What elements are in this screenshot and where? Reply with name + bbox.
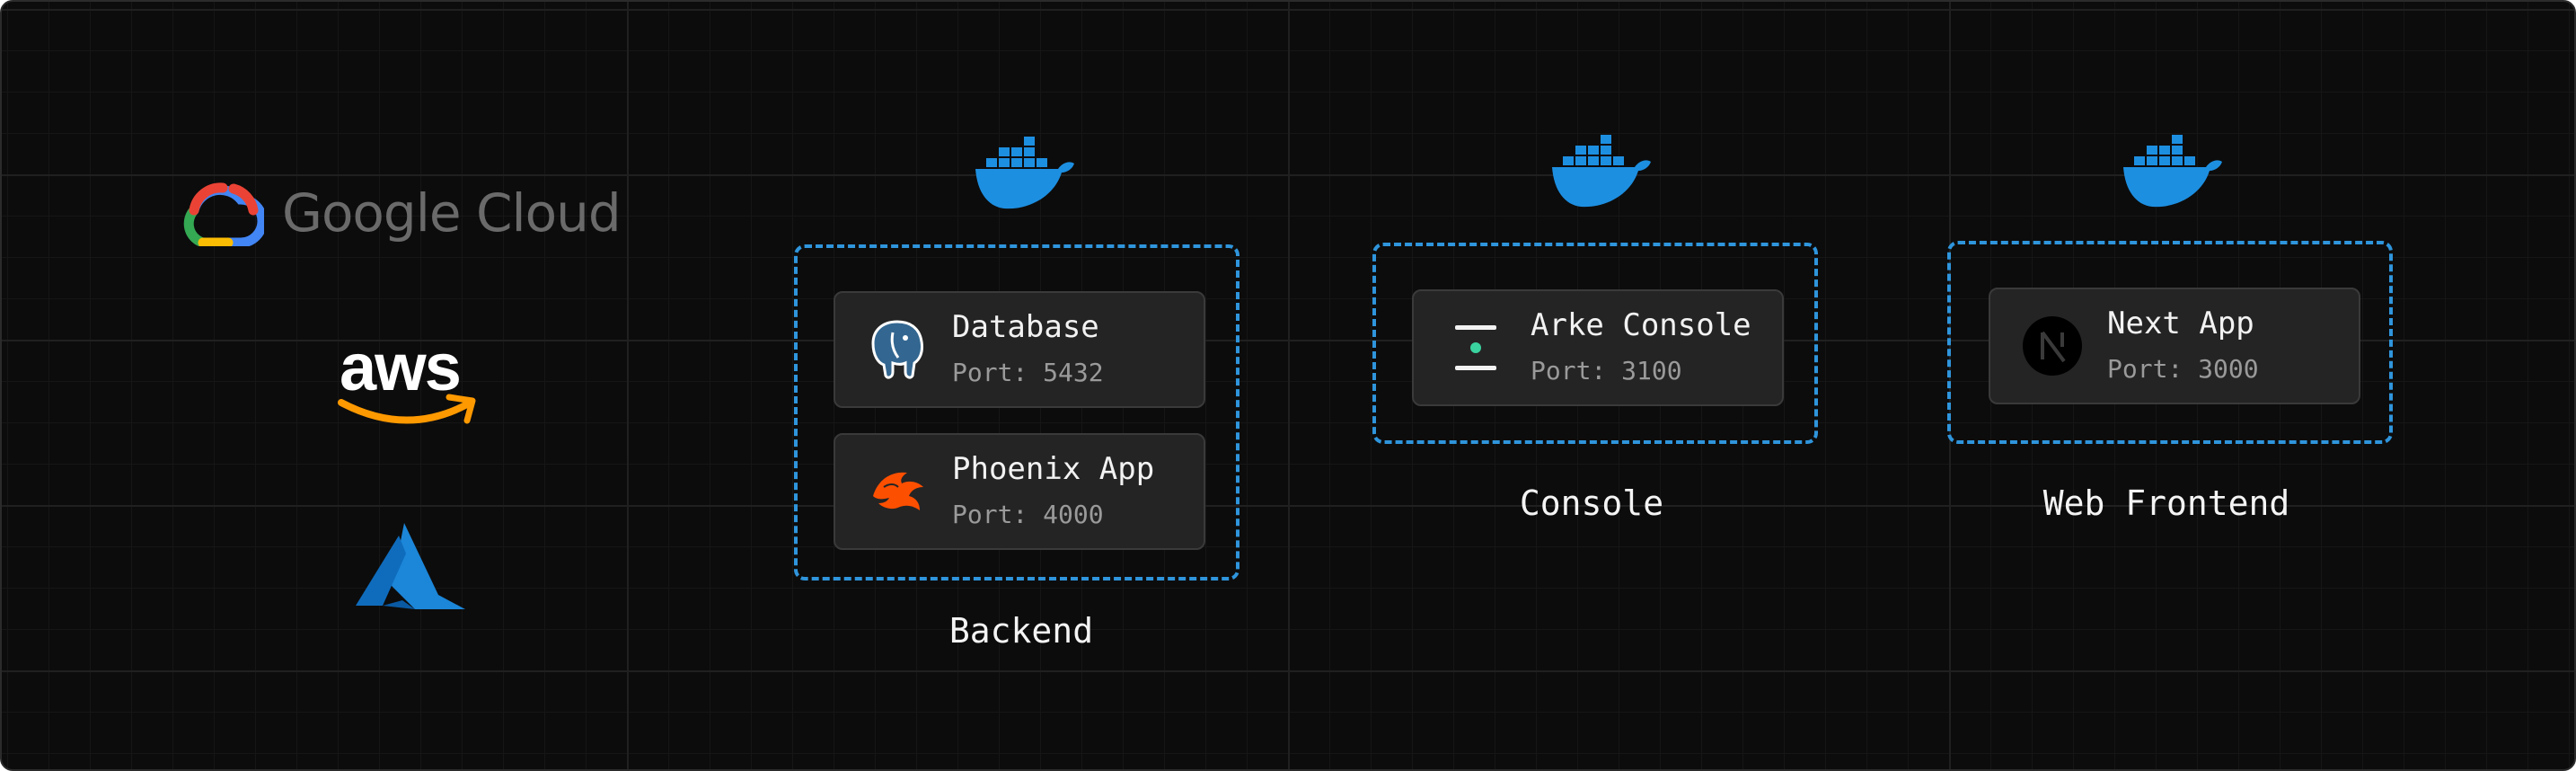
- phoenix-icon: [873, 472, 923, 510]
- console-group: [1372, 243, 1818, 444]
- backend-group: [794, 244, 1239, 580]
- service-title: Database: [952, 309, 1099, 345]
- service-port: Port: 3000: [2107, 354, 2259, 384]
- google-cloud-wordmark: Google Cloud: [282, 182, 622, 244]
- database-card[interactable]: Database Port: 5432: [834, 291, 1205, 408]
- web-frontend-group: [1947, 241, 2393, 444]
- docker-icon: [975, 137, 1074, 209]
- service-title: Next App: [2107, 306, 2254, 341]
- service-title: Arke Console: [1531, 307, 1751, 343]
- aws-logo: aws: [336, 330, 480, 437]
- arke-icon: [1455, 325, 1496, 370]
- service-port: Port: 4000: [952, 500, 1104, 529]
- next-app-card[interactable]: Next App Port: 3000: [1989, 288, 2360, 404]
- aws-smile-icon: [338, 394, 476, 424]
- backend-label: Backend: [948, 611, 1094, 651]
- nextjs-icon: [2023, 316, 2082, 376]
- google-cloud-logo: Google Cloud: [178, 173, 645, 253]
- aws-wordmark: aws: [340, 330, 462, 404]
- docker-icon: [2123, 135, 2222, 208]
- google-cloud-icon: [183, 182, 264, 246]
- service-title: Phoenix App: [952, 451, 1155, 487]
- docker-icon: [1552, 135, 1651, 208]
- postgresql-icon: [871, 320, 923, 379]
- phoenix-app-card[interactable]: Phoenix App Port: 4000: [834, 433, 1205, 550]
- service-port: Port: 5432: [952, 358, 1104, 387]
- console-label: Console: [1519, 483, 1664, 523]
- web-frontend-label: Web Frontend: [2042, 483, 2290, 523]
- arke-console-card[interactable]: Arke Console Port: 3100: [1412, 289, 1784, 406]
- service-port: Port: 3100: [1531, 356, 1682, 386]
- azure-icon: [356, 523, 465, 609]
